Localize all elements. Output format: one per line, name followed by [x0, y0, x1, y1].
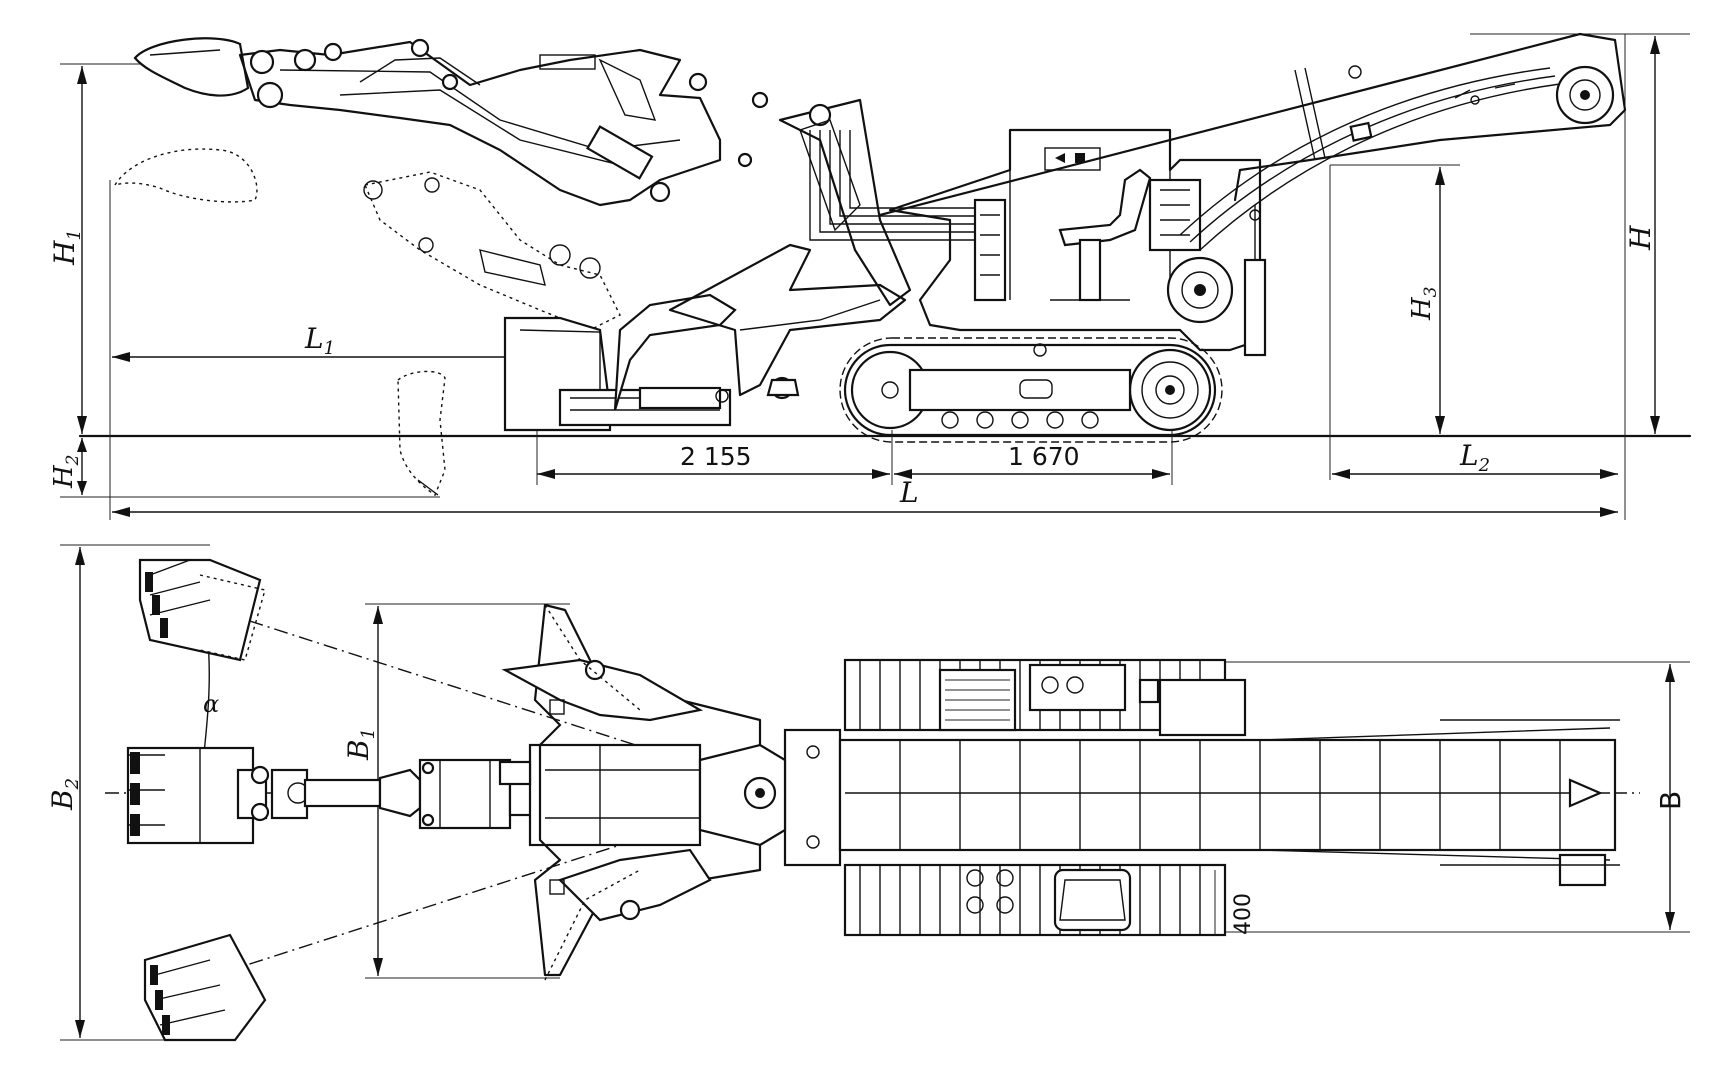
swing-line-lower: [199, 799, 761, 981]
bucket-top-upper: [138, 558, 266, 662]
label-h3-sub: 3: [1421, 286, 1441, 297]
label-h3: H: [1407, 296, 1437, 321]
svg-text:L2: L2: [1459, 439, 1490, 476]
label-b2: B: [46, 789, 79, 811]
side-view: H1 H2 H H3: [48, 32, 1692, 520]
svg-text:H3: H3: [1407, 286, 1441, 321]
dim-l: L: [112, 476, 1618, 517]
label-h1: H: [48, 240, 81, 266]
dim-h: H: [1624, 36, 1660, 434]
swing-line-upper: [199, 604, 761, 786]
body-top: [938, 663, 1247, 932]
label-1670: 1 670: [1008, 442, 1080, 471]
turret-top: [698, 728, 842, 867]
dim-b1: B1: [342, 603, 570, 979]
top-view: B2 B1 B: [46, 544, 1690, 1042]
label-400: 400: [1231, 893, 1256, 935]
label-b: B: [1654, 791, 1687, 810]
bucket-low: [397, 370, 446, 497]
label-h2: H: [49, 464, 79, 489]
label-l2: L: [1459, 439, 1479, 472]
label-b2-sub: 2: [62, 778, 83, 790]
label-b1-sub: 1: [358, 728, 379, 739]
label-h1-sub: 1: [64, 229, 85, 240]
dim-l1: L1: [112, 322, 532, 362]
svg-text:H2: H2: [49, 454, 83, 489]
shovel-plate-top: [501, 603, 762, 981]
svg-text:B1: B1: [342, 728, 379, 761]
svg-text:B2: B2: [46, 778, 83, 811]
label-alpha: α: [203, 690, 219, 718]
dim-b: B: [1200, 661, 1690, 933]
dim-2155: 2 155: [537, 442, 890, 479]
front-apron: [503, 293, 737, 432]
dim-l2: L2: [1332, 439, 1618, 479]
dim-400: 400: [1214, 870, 1256, 935]
bucket-raised: [133, 37, 250, 97]
label-l1-sub: 1: [324, 338, 335, 359]
bucket-mid: [113, 148, 258, 203]
label-h: H: [1624, 225, 1657, 251]
dim-1670: 1 670: [894, 442, 1170, 479]
boom-mid-position: [363, 171, 621, 331]
label-b1: B: [342, 739, 375, 761]
conveyor-boom: [878, 32, 1627, 251]
boom-raised: [238, 38, 769, 207]
machine-body: [888, 128, 1267, 357]
crawler-track: [839, 337, 1223, 443]
label-l: L: [899, 476, 919, 509]
label-l1: L: [304, 322, 324, 355]
dim-h3: H3: [1407, 167, 1445, 434]
dim-h1: H1: [48, 66, 87, 434]
dim-h2: H2: [49, 438, 87, 495]
label-2155: 2 155: [680, 442, 752, 471]
label-l2-sub: 2: [1478, 455, 1490, 476]
bucket-top-lower: [143, 933, 267, 1042]
boom-top: [303, 743, 702, 847]
svg-text:H1: H1: [48, 229, 85, 266]
svg-text:L1: L1: [304, 322, 335, 359]
dim-b2: B2: [46, 544, 210, 1041]
conveyor-top: [838, 719, 1620, 887]
label-h2-sub: 2: [63, 454, 83, 466]
chassis: [668, 98, 1000, 400]
bucket-top-center: [126, 746, 309, 845]
